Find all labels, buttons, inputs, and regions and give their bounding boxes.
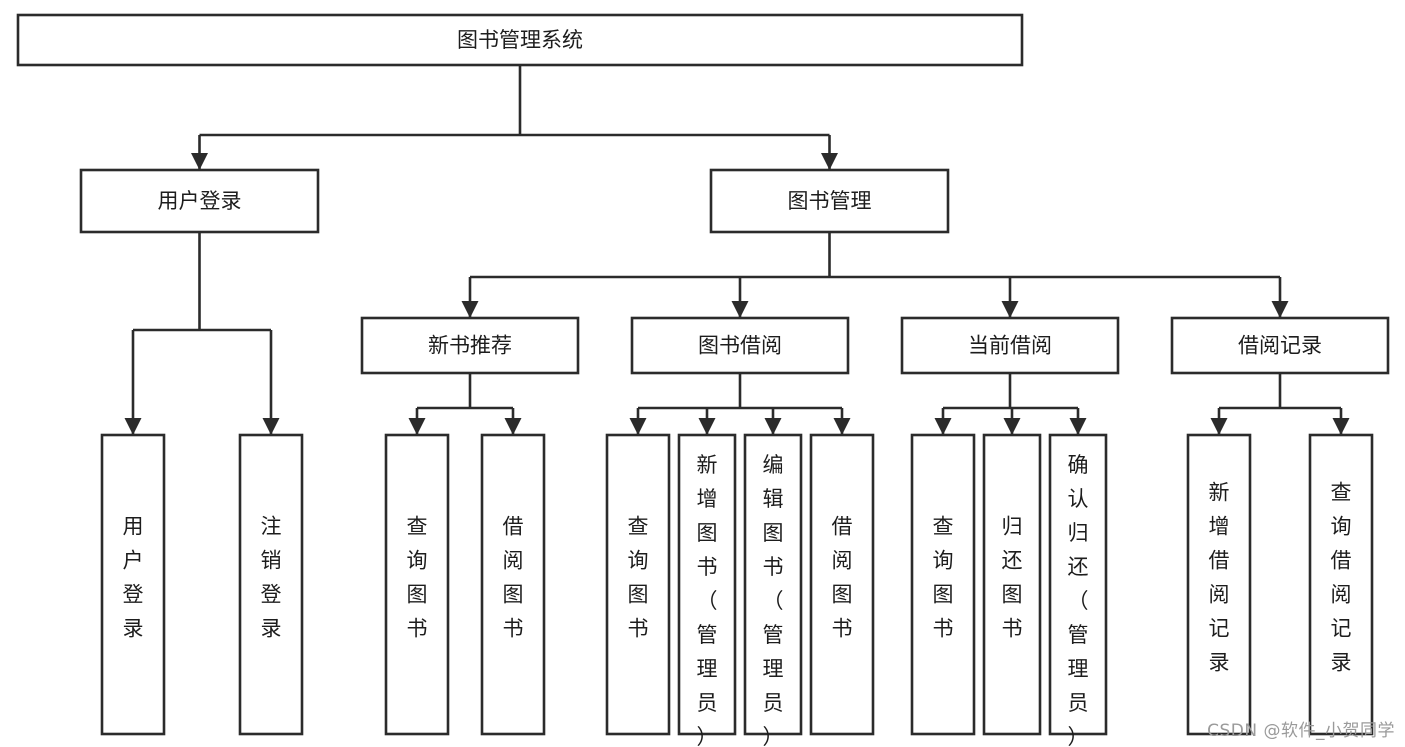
node-nbr-query-book[interactable]: 查询图书 <box>384 433 450 736</box>
node-cb-return-book[interactable]: 归还图书 <box>982 433 1042 736</box>
arrowhead-icon-new-book-rec <box>461 301 479 318</box>
node-nbr-borrow-book[interactable]: 借阅图书 <box>480 433 546 736</box>
node-box-bb-query-book <box>605 433 671 736</box>
node-user-login-do[interactable]: 用户登录 <box>100 433 166 736</box>
node-box-book-borrow <box>630 316 850 375</box>
node-label-bb-edit-book: 编辑图书（管理员） <box>763 453 784 747</box>
node-label-book-manage: 图书管理 <box>788 189 872 213</box>
node-br-query-record[interactable]: 查询借阅记录 <box>1308 433 1374 736</box>
node-bb-borrow-book[interactable]: 借阅图书 <box>809 433 875 736</box>
node-box-current-borrow <box>900 316 1120 375</box>
node-box-bb-borrow-book <box>809 433 875 736</box>
node-label-nbr-borrow-book: 借阅图书 <box>503 515 524 641</box>
node-label-br-add-record: 新增借阅记录 <box>1209 481 1230 675</box>
watermark-text: CSDN @软件_小贺同学 <box>1207 721 1395 741</box>
node-box-bb-add-book <box>677 433 737 736</box>
arrowhead-icon-br-add-record <box>1210 418 1228 435</box>
node-label-current-borrow: 当前借阅 <box>968 334 1052 358</box>
arrowhead-icon-user-login-do <box>124 418 142 435</box>
node-label-bb-add-book: 新增图书（管理员） <box>697 453 718 747</box>
node-label-new-book-rec: 新书推荐 <box>428 334 512 358</box>
node-label-user-login: 用户登录 <box>158 189 242 213</box>
node-cb-confirm-return[interactable]: 确认归还（管理员） <box>1048 433 1108 747</box>
arrowhead-icon-book-manage <box>821 153 838 170</box>
arrowhead-icon-cb-query-book <box>934 418 952 435</box>
node-label-user-logout: 注销登录 <box>261 515 282 641</box>
nodes-layer: 图书管理系统用户登录图书管理用户登录注销登录新书推荐查询图书借阅图书图书借阅查询… <box>16 13 1390 747</box>
arrowhead-icon-book-borrow <box>731 301 749 318</box>
arrowhead-icon-br-query-record <box>1332 418 1350 435</box>
node-book-manage[interactable]: 图书管理 <box>709 168 950 234</box>
arrowhead-icon-user-logout <box>262 418 280 435</box>
node-box-root <box>16 13 1024 67</box>
node-label-book-borrow: 图书借阅 <box>698 334 782 358</box>
connectors-layer <box>124 65 1350 435</box>
node-box-user-login <box>79 168 320 234</box>
arrowhead-icon-borrow-record <box>1271 301 1289 318</box>
node-label-bb-borrow-book: 借阅图书 <box>832 515 853 641</box>
node-label-nbr-query-book: 查询图书 <box>407 515 428 641</box>
node-box-cb-return-book <box>982 433 1042 736</box>
node-current-borrow[interactable]: 当前借阅 <box>900 316 1120 375</box>
node-label-br-query-record: 查询借阅记录 <box>1331 481 1352 675</box>
arrowhead-icon-bb-edit-book <box>764 418 782 435</box>
node-box-new-book-rec <box>360 316 580 375</box>
node-label-root: 图书管理系统 <box>457 28 583 52</box>
node-box-bb-edit-book <box>743 433 803 736</box>
node-box-nbr-borrow-book <box>480 433 546 736</box>
arrowhead-icon-cb-confirm-return <box>1069 418 1087 435</box>
node-box-user-logout <box>238 433 304 736</box>
arrowhead-icon-nbr-query-book <box>408 418 426 435</box>
node-box-user-login-do <box>100 433 166 736</box>
node-box-br-query-record <box>1308 433 1374 736</box>
node-book-borrow[interactable]: 图书借阅 <box>630 316 850 375</box>
node-label-user-login-do: 用户登录 <box>123 515 144 641</box>
node-root[interactable]: 图书管理系统 <box>16 13 1024 67</box>
arrowhead-icon-cb-return-book <box>1003 418 1021 435</box>
arrowhead-icon-nbr-borrow-book <box>504 418 522 435</box>
arrowhead-icon-user-login <box>191 153 208 170</box>
node-br-add-record[interactable]: 新增借阅记录 <box>1186 433 1252 736</box>
node-user-login[interactable]: 用户登录 <box>79 168 320 234</box>
arrowhead-icon-bb-query-book <box>629 418 647 435</box>
node-box-cb-confirm-return <box>1048 433 1108 736</box>
node-label-cb-return-book: 归还图书 <box>1002 515 1023 641</box>
node-label-cb-query-book: 查询图书 <box>933 515 954 641</box>
node-bb-query-book[interactable]: 查询图书 <box>605 433 671 736</box>
arrowhead-icon-current-borrow <box>1001 301 1019 318</box>
node-box-nbr-query-book <box>384 433 450 736</box>
node-cb-query-book[interactable]: 查询图书 <box>910 433 976 736</box>
node-borrow-record[interactable]: 借阅记录 <box>1170 316 1390 375</box>
arrowhead-icon-bb-add-book <box>698 418 716 435</box>
node-new-book-rec[interactable]: 新书推荐 <box>360 316 580 375</box>
node-bb-edit-book[interactable]: 编辑图书（管理员） <box>743 433 803 747</box>
node-user-logout[interactable]: 注销登录 <box>238 433 304 736</box>
node-label-bb-query-book: 查询图书 <box>628 515 649 641</box>
node-box-cb-query-book <box>910 433 976 736</box>
arrowhead-icon-bb-borrow-book <box>833 418 851 435</box>
node-bb-add-book[interactable]: 新增图书（管理员） <box>677 433 737 747</box>
node-box-book-manage <box>709 168 950 234</box>
node-label-cb-confirm-return: 确认归还（管理员） <box>1068 453 1089 747</box>
node-box-br-add-record <box>1186 433 1252 736</box>
node-box-borrow-record <box>1170 316 1390 375</box>
node-label-borrow-record: 借阅记录 <box>1238 334 1322 358</box>
